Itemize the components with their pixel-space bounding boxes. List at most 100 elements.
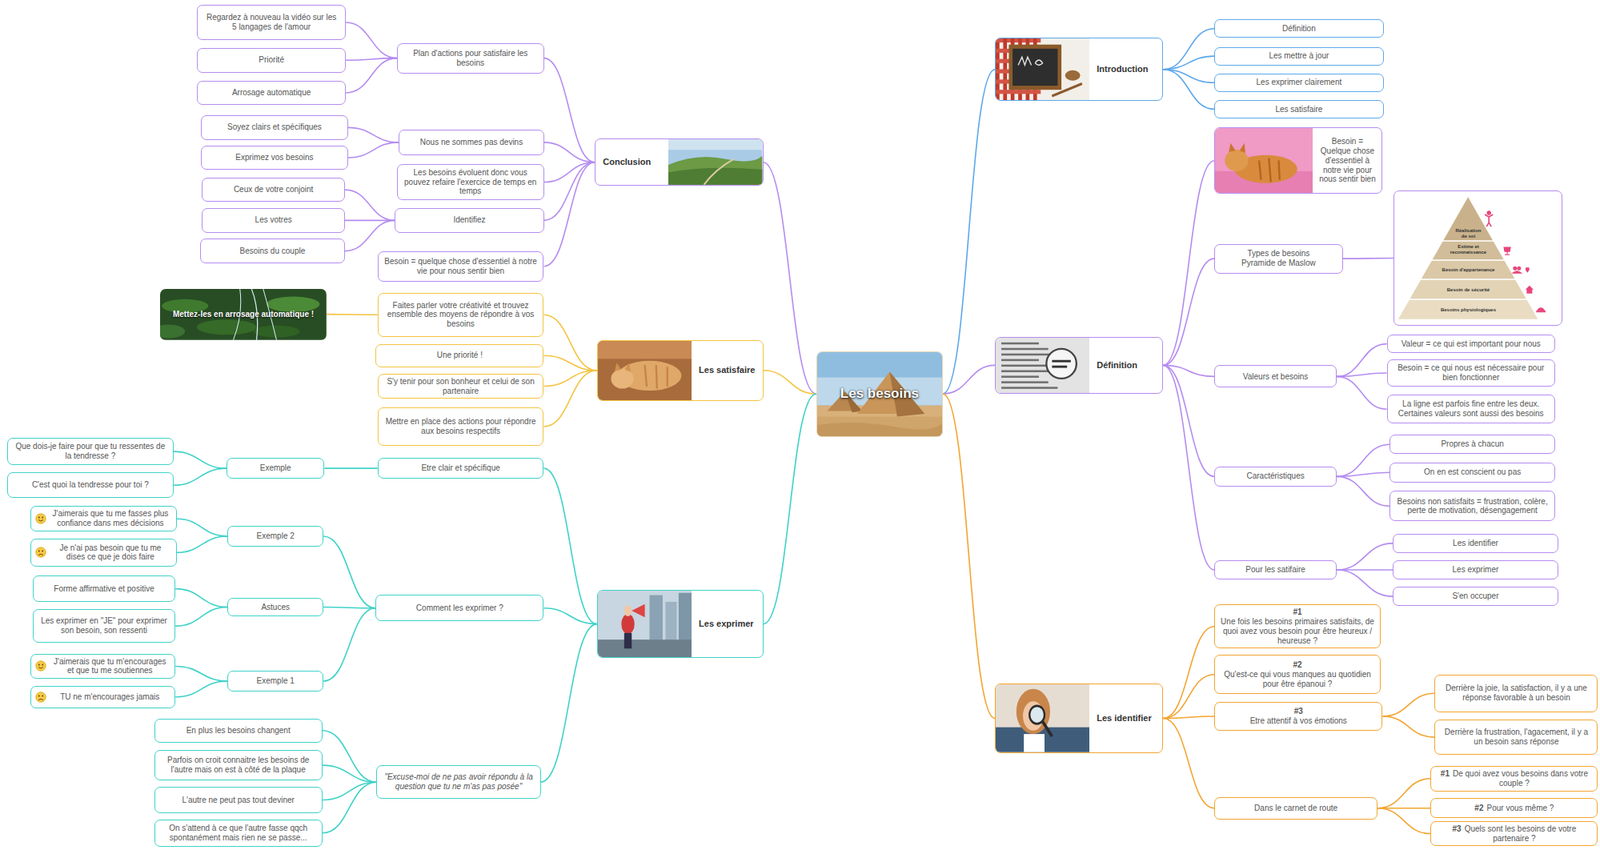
topic-box: Les besoins évoluent donc vous pouvez re… <box>396 164 545 201</box>
topic-text: Mettre en place des actions pour répondr… <box>384 417 538 437</box>
topic-text: Identifiez <box>453 215 486 225</box>
branch-connector <box>543 468 597 624</box>
topic-text: L'autre ne peut pas tout deviner <box>182 795 295 806</box>
topic-text: Que dois-je faire pour que tu ressentes … <box>13 441 168 462</box>
branch-connector <box>543 162 595 267</box>
topic-box: Nous ne sommes pas devins <box>398 129 544 156</box>
branch-connector <box>1336 569 1393 597</box>
topic-text: Exprimez vos besoins <box>235 152 313 163</box>
topic-text: Je n'ai pas besoin que tu me dises ce qu… <box>50 543 170 563</box>
branch-connector <box>1377 778 1431 809</box>
topic-text: Priorité <box>258 55 285 65</box>
topic-text: Les identifier <box>1452 538 1499 549</box>
branch-connector <box>1162 69 1215 110</box>
topic-box: Les exprimer <box>1392 560 1559 580</box>
branch-topic: Les exprimer <box>597 589 764 658</box>
topic-text: Introduction <box>1096 64 1148 75</box>
topic-box: Une priorité ! <box>375 344 544 368</box>
topic-box: Propres à chacun <box>1389 434 1556 454</box>
topic-box: #2Pour vous même ? <box>1430 797 1598 819</box>
topic-text: Besoin d'appartenance <box>1394 267 1542 273</box>
branch-connector <box>175 607 228 627</box>
topic-text: Les exprimer en "JE" pour exprimer son b… <box>39 616 169 636</box>
topic-box: Pour les satifaire <box>1214 560 1337 580</box>
branch-connector <box>1162 674 1215 719</box>
topic-text: Besoin = ce qui nous est nécessaire pour… <box>1393 363 1549 383</box>
topic-box: Astuces <box>227 597 324 617</box>
pyramid-illustration <box>1394 191 1563 326</box>
topic-text: J'aimerais que tu m'encourages et que tu… <box>50 657 169 677</box>
topic-text: Plan d'actions pour satisfaire les besoi… <box>403 48 538 69</box>
branch-connector <box>1162 626 1215 719</box>
topic-box: Forme affirmative et positive <box>32 575 176 602</box>
topic-text: Besoin = quelque chose d'essentiel à not… <box>384 256 538 277</box>
topic-box: Parfois on croit connaitre les besoins d… <box>154 749 323 781</box>
topic-box: Comment les exprimer ? <box>375 594 544 622</box>
branch-connector <box>344 189 395 221</box>
topic-box: Je n'ai pas besoin que tu me dises ce qu… <box>30 538 177 566</box>
topic-box: On en est conscient ou pas <box>1389 462 1556 483</box>
topic-box: #2Qu'est-ce qui vous manques au quotidie… <box>1214 654 1381 694</box>
branch-connector <box>1336 476 1390 506</box>
emoji-icon <box>35 660 47 672</box>
branch-connector <box>763 393 817 624</box>
branch-connector <box>323 607 376 609</box>
branch-connector <box>1336 376 1387 410</box>
topic-box: TU ne m'encourages jamais <box>30 685 176 709</box>
topic-text: #3 <box>1452 824 1462 834</box>
photo-illustration <box>1215 128 1313 193</box>
branch-connector <box>543 314 597 370</box>
topic-text: Une fois les besoins primaires satisfait… <box>1220 617 1375 646</box>
branch-topic: Introduction <box>994 37 1163 101</box>
topic-box: Identifiez <box>394 208 544 233</box>
topic-text: Quels sont les besoins de votre partenai… <box>1464 824 1577 843</box>
topic-box: Besoin = ce qui nous est nécessaire pour… <box>1387 359 1556 387</box>
topic-text: On en est conscient ou pas <box>1423 467 1521 478</box>
topic-box: Priorité <box>196 48 346 73</box>
topic-box: Les satisfaire <box>1214 100 1384 119</box>
topic-box: Valeur = ce qui est important pour nous <box>1387 334 1556 353</box>
branch-connector <box>1377 808 1431 835</box>
branch-connector <box>324 467 377 470</box>
topic-box: J'aimerais que tu m'encourages et que tu… <box>30 653 176 680</box>
topic-text: Exemple 1 <box>256 676 295 686</box>
topic-text: Arrosage automatique <box>232 88 311 98</box>
topic-text: Qu'est-ce qui vous manques au quotidien … <box>1220 669 1375 690</box>
topic-box: Mettre en place des actions pour répondr… <box>377 407 545 446</box>
branch-connector <box>942 393 995 718</box>
topic-box: S'en occuper <box>1392 586 1559 606</box>
topic-text: Forme affirmative et positive <box>53 584 154 594</box>
topic-box: S'y tenir pour son bonheur et celui de s… <box>377 373 545 400</box>
branch-connector <box>1162 364 1215 570</box>
branch-connector <box>173 468 227 486</box>
topic-box: Valeurs et besoins <box>1214 364 1337 388</box>
branch-connector <box>1162 716 1215 719</box>
branch-connector <box>543 370 597 427</box>
topic-text: Les satisfaire <box>1275 104 1323 115</box>
topic-text: Les votres <box>255 215 293 225</box>
topic-text: Astuces <box>260 602 290 613</box>
branch-connector <box>1162 56 1215 70</box>
topic-text: La ligne est parfois fine entre les deux… <box>1393 399 1549 419</box>
topic-box: Faites parler votre créativité et trouve… <box>377 292 545 337</box>
topic-text: Pour les satifaire <box>1245 565 1305 575</box>
topic-text: Etre attentif à vos émotions <box>1250 716 1348 726</box>
topic-text: Les besoins évoluent donc vous pouvez re… <box>403 168 538 197</box>
topic-text: Définition <box>1282 24 1316 34</box>
photo-illustration <box>597 340 692 401</box>
topic-text: Mettez-les en arrosage automatique ! <box>172 309 314 320</box>
topic-text: #1 <box>1440 769 1450 778</box>
topic-box: #1Une fois les besoins primaires satisfa… <box>1214 604 1381 649</box>
topic-text: J'aimerais que tu me fasses plus confian… <box>50 509 170 529</box>
topic-text: TU ne m'encourages jamais <box>60 692 160 702</box>
branch-connector <box>1336 372 1387 377</box>
topic-text: Exemple 2 <box>256 531 295 542</box>
topic-text: Réalisation de soi <box>1451 228 1484 240</box>
topic-box: "Excuse-moi de ne pas avoir répondu à la… <box>376 765 541 799</box>
topic-text: Derrière la joie, la satisfaction, il y … <box>1440 683 1592 703</box>
branch-connector <box>1162 160 1215 366</box>
branch-connector <box>175 681 228 698</box>
photo-illustration <box>668 139 762 185</box>
